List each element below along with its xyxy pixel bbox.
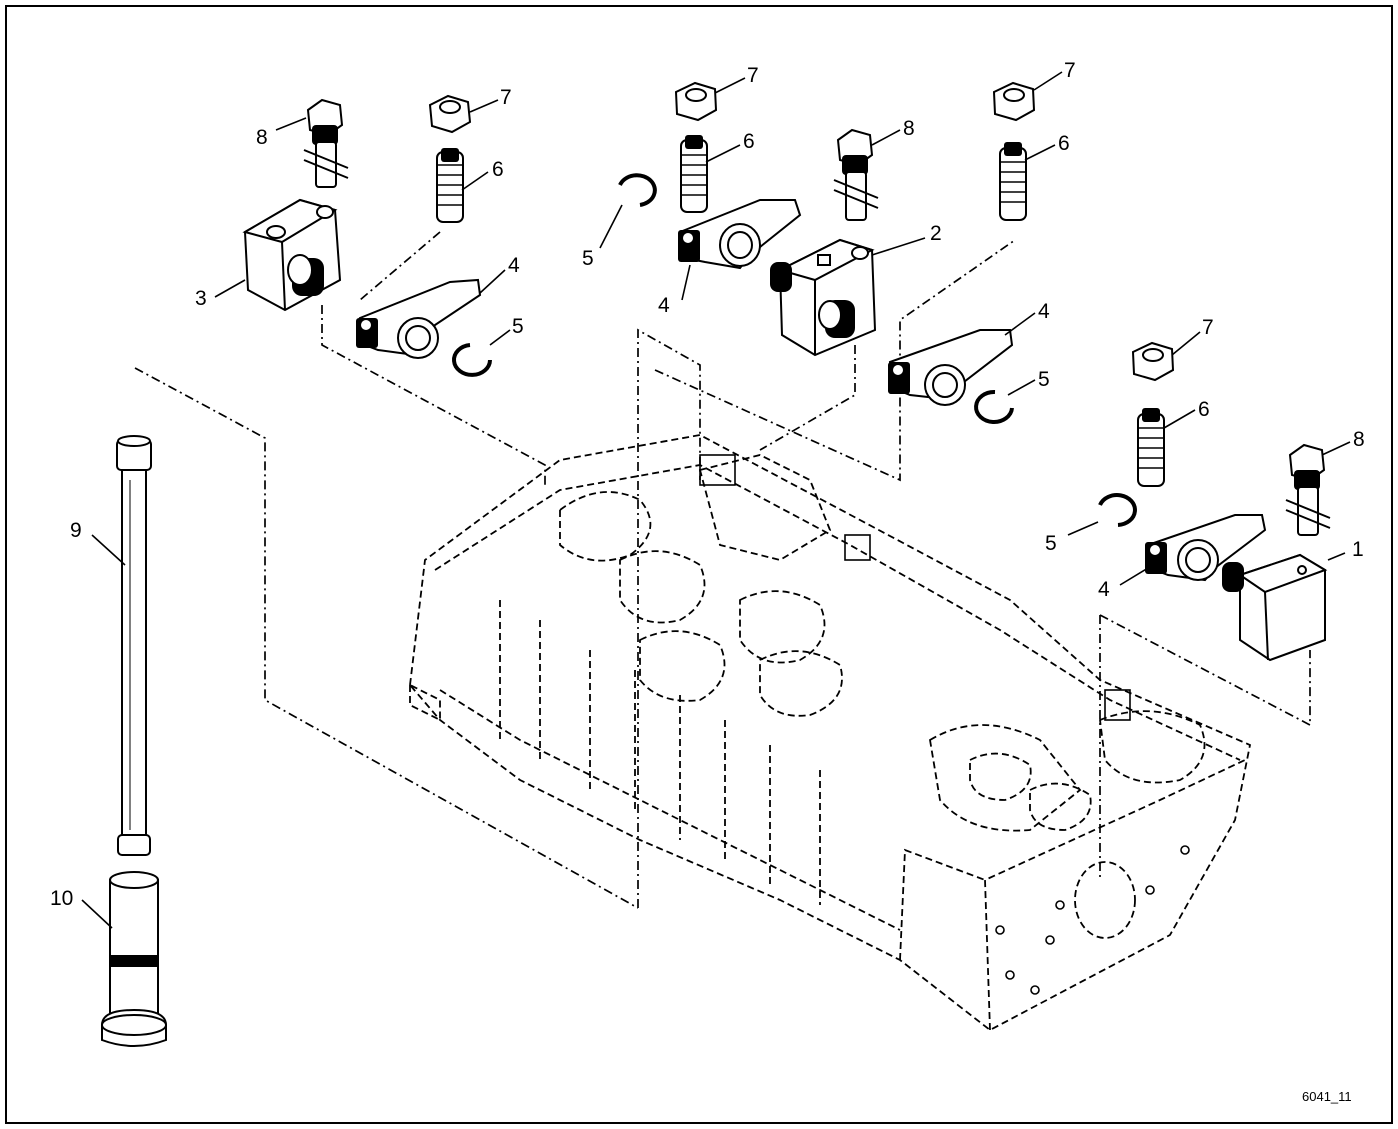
- callout-6-far-right: 6: [1198, 398, 1210, 421]
- circlips: [452, 173, 1137, 527]
- callout-6-left: 6: [492, 158, 504, 181]
- callout-8-left: 8: [256, 126, 268, 149]
- callout-leaders: [81, 71, 1351, 929]
- tappet: [101, 871, 167, 1047]
- figure-id: 6041_11: [1302, 1089, 1352, 1104]
- callout-2: 2: [930, 222, 942, 245]
- callout-3: 3: [195, 287, 207, 310]
- callout-9: 9: [70, 519, 82, 542]
- leader-lines: [134, 231, 1311, 909]
- callout-4-far-right: 4: [1098, 578, 1110, 601]
- rocker-support-2: [770, 238, 877, 357]
- callout-4-center: 4: [658, 294, 670, 317]
- callout-1: 1: [1352, 538, 1364, 561]
- rocker-arm-left: [356, 278, 482, 359]
- callout-6-center: 6: [743, 130, 755, 153]
- adjusting-screws: [436, 135, 1165, 487]
- rocker-support-1: [1222, 553, 1328, 662]
- callout-7-left: 7: [500, 86, 512, 109]
- push-rod: [116, 435, 152, 856]
- cylinder-head: [409, 434, 1252, 1032]
- frame-border: [5, 5, 1393, 1124]
- callout-8-center: 8: [903, 117, 915, 140]
- callout-4-left: 4: [508, 254, 520, 277]
- callout-5-far-right: 5: [1045, 532, 1057, 555]
- callout-8-right: 8: [1353, 428, 1365, 451]
- callout-5-center: 5: [582, 247, 594, 270]
- rocker-arm-center: [678, 199, 802, 270]
- rocker-arm-right: [888, 329, 1014, 406]
- callout-7-center: 7: [747, 64, 759, 87]
- callout-6-right: 6: [1058, 132, 1070, 155]
- callout-7-far-right: 7: [1202, 316, 1214, 339]
- callout-7-right: 7: [1064, 59, 1076, 82]
- rocker-support-3: [242, 198, 342, 312]
- callout-10: 10: [50, 887, 73, 910]
- rocker-arm-far-right: [1145, 514, 1267, 582]
- lock-nuts: [428, 81, 1175, 382]
- callout-4-right: 4: [1038, 300, 1050, 323]
- callout-labels: 1 2 3 4 4 4 4 5 5 5 5 6 6 6 6 7 7 7 7 8 …: [50, 59, 1365, 910]
- bolts: [303, 98, 1331, 536]
- callout-5-right: 5: [1038, 368, 1050, 391]
- callout-5-left: 5: [512, 315, 524, 338]
